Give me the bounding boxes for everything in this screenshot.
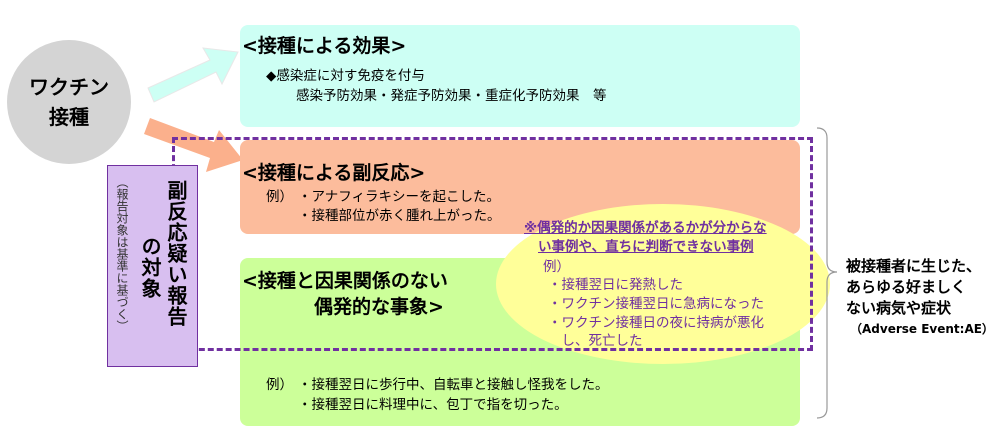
reaction-item: ・接種部位が赤く腫れ上がった。 xyxy=(298,208,501,224)
uncertain-heading-line2: い事例や、直ちに判断できない事例 xyxy=(538,239,754,255)
adverse-event-line2: あらゆる好ましく xyxy=(846,278,967,296)
effect-line1: 感染症に対す免疫を付与 xyxy=(276,68,425,84)
diamond-bullet-icon: ◆ xyxy=(266,68,277,84)
effect-arrow xyxy=(147,47,239,103)
uncertain-cases-ellipse xyxy=(496,204,830,364)
adverse-event-english: （Adverse Event:AE） xyxy=(850,322,994,336)
reaction-item: ・アナフィラキシーを起こした。 xyxy=(298,189,500,205)
coincidental-item: ・接種翌日に料理中に、包丁で指を切った。 xyxy=(298,397,568,413)
effect-line1-row: ◆感染症に対す免疫を付与 xyxy=(266,67,425,86)
coincidental-title-line1: <接種と因果関係のない xyxy=(242,270,448,292)
uncertain-item: ・接種翌日に発熱した xyxy=(548,277,683,293)
coincidental-title-line2: 偶発的な事象> xyxy=(314,296,444,318)
uncertain-item: ・ワクチン接種翌日に急病になった xyxy=(548,296,764,312)
reaction-title: <接種による副反応> xyxy=(242,162,426,184)
effect-line2: 感染予防効果・発症予防効果・重症化予防効果 等 xyxy=(296,88,607,104)
uncertain-item: し、死亡した xyxy=(548,333,643,349)
coincidental-example-label: 例） xyxy=(266,377,293,393)
reaction-arrow xyxy=(144,118,243,172)
vaccination-circle: ワクチン 接種 xyxy=(7,40,131,164)
effect-box: <接種による効果> ◆感染症に対す免疫を付与 感染予防効果・発症予防効果・重症化… xyxy=(240,25,800,127)
uncertain-heading: ※偶発的か因果関係があるかが分からな い事例や、直ちに判断できない事例 xyxy=(524,219,767,257)
report-target-box: 副反応疑い報告 の対象 （報告対象は基準に基づく） xyxy=(107,165,198,367)
report-target-note: （報告対象は基準に基づく） xyxy=(115,176,129,332)
vaccination-line2: 接種 xyxy=(49,105,89,129)
adverse-event-line3: ない病気や症状 xyxy=(846,299,952,317)
vaccination-line1: ワクチン xyxy=(29,75,109,99)
adverse-event-label: 被接種者に生じた、 あらゆる好ましく ない病気や症状 （Adverse Even… xyxy=(846,256,994,340)
uncertain-example-label: 例） xyxy=(543,259,570,275)
coincidental-item: ・接種翌日に歩行中、自転車と接触し怪我をした。 xyxy=(298,377,609,393)
report-target-title-line2: の対象 xyxy=(138,236,162,299)
right-brace-icon xyxy=(816,127,838,419)
report-target-title-line1: 副反応疑い報告 xyxy=(164,180,188,327)
report-target-dashed-border xyxy=(172,137,813,351)
effect-title: <接種による効果> xyxy=(242,35,407,57)
reaction-example-label: 例） xyxy=(266,189,293,205)
uncertain-heading-line1: ※偶発的か因果関係があるかが分からな xyxy=(524,220,767,236)
adverse-event-line1: 被接種者に生じた、 xyxy=(846,257,982,275)
uncertain-item: ・ワクチン接種日の夜に持病が悪化 xyxy=(548,315,764,331)
reaction-box: <接種による副反応> 例） ・アナフィラキシーを起こした。 ・接種部位が赤く腫れ… xyxy=(240,140,800,234)
